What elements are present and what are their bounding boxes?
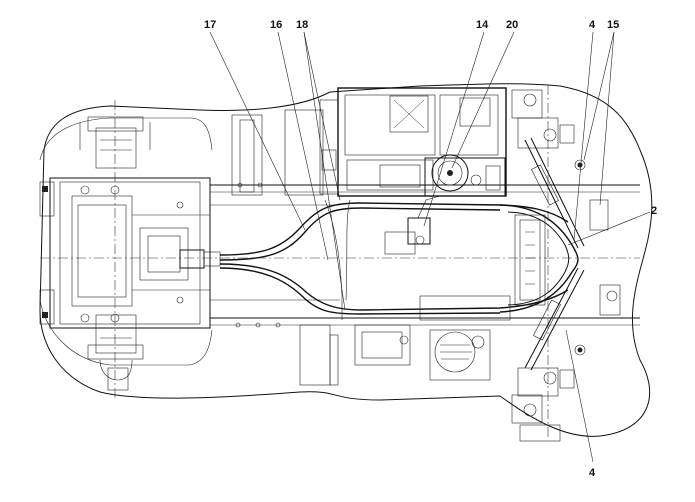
callout-15: 15 bbox=[607, 19, 619, 31]
callout-2: 2 bbox=[651, 205, 657, 217]
callout-20: 20 bbox=[506, 19, 518, 31]
callout-17: 17 bbox=[204, 19, 216, 31]
callout-18: 18 bbox=[296, 19, 308, 31]
chassis-outline bbox=[39, 83, 653, 437]
callout-4-bottom: 4 bbox=[589, 467, 596, 479]
callout-16: 16 bbox=[270, 19, 282, 31]
callout-14: 14 bbox=[476, 19, 489, 31]
leader-lines bbox=[209, 31, 651, 463]
callout-4-top: 4 bbox=[589, 19, 596, 31]
